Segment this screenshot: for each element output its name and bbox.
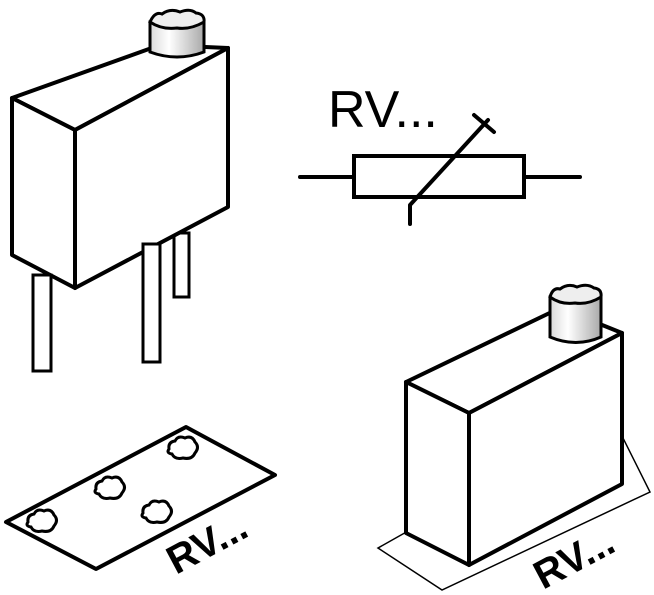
smd-body-front (467, 331, 624, 567)
variable-resistor-symbol: RV... (298, 81, 582, 226)
pin-back (172, 231, 191, 299)
pad-mid-left (93, 475, 126, 500)
body-left-face (10, 96, 77, 290)
smd-body-left (404, 380, 471, 567)
resistor-body (352, 154, 526, 199)
body-front-face (73, 46, 230, 290)
symbol-label: RV... (328, 81, 438, 139)
smd-trimmer: RV... (376, 283, 652, 595)
pin-left (31, 273, 53, 373)
adjustment-screw (148, 8, 206, 59)
pad-top (166, 435, 199, 460)
variable-arrow-cap (472, 113, 496, 134)
pcb-footprint: RV... (4, 425, 277, 583)
pin-middle (141, 242, 162, 364)
footprint-outline (4, 425, 277, 571)
through-hole-trimmer (10, 8, 230, 373)
pad-left (25, 508, 58, 533)
pad-mid-right (140, 499, 173, 524)
variable-arrow (408, 118, 490, 226)
smd-adjustment-screw (548, 283, 603, 344)
